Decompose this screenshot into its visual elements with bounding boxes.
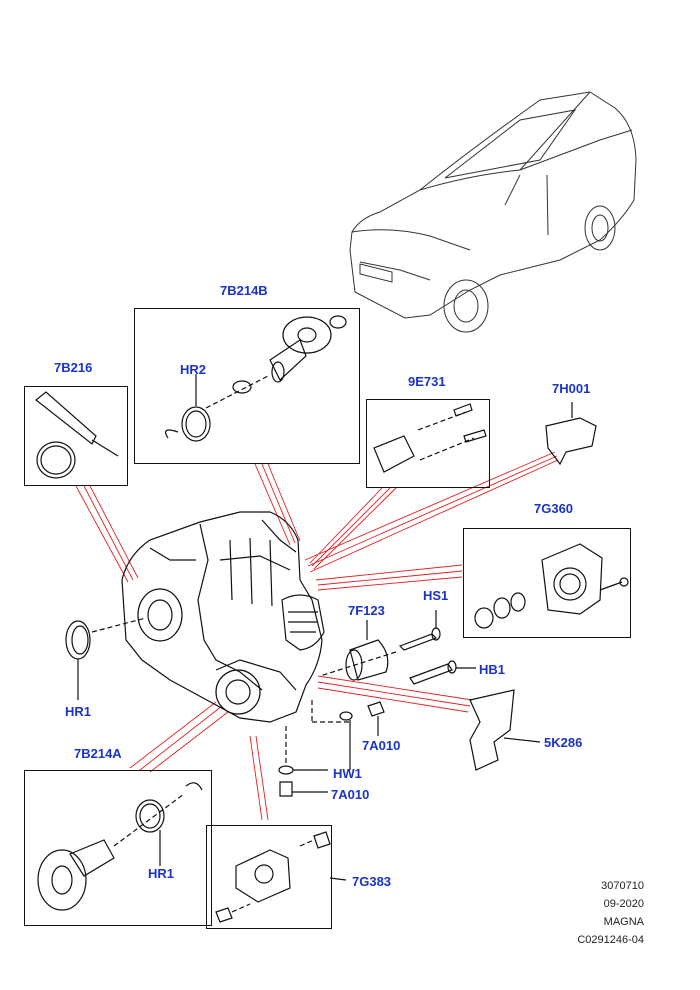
box-7g383 [206, 825, 332, 929]
cover-7h001-art [545, 402, 597, 466]
washer-hw1 [278, 726, 328, 775]
callout-7g383[interactable]: 7G383 [352, 874, 392, 889]
plug-7a010-lower [279, 781, 328, 797]
box-7g360 [463, 528, 631, 638]
footer-date: 09-2020 [603, 898, 644, 910]
callout-hs1[interactable]: HS1 [423, 588, 449, 603]
seal-hr1-left [65, 617, 147, 700]
callout-7h001[interactable]: 7H001 [552, 381, 591, 396]
vehicle-illustration [349, 91, 637, 333]
motor-7g360-art [474, 543, 629, 629]
bolt-hb1 [409, 660, 476, 685]
box-7b216 [24, 386, 128, 486]
callout-7b214a[interactable]: 7B214A [74, 746, 122, 761]
box-9e731 [366, 399, 490, 488]
bracket-5k286 [469, 689, 541, 771]
sealant-7b216-art [35, 391, 119, 479]
transfer-case-assembly [121, 511, 325, 723]
callout-7f123[interactable]: 7F123 [348, 603, 385, 618]
callout-7a010-upper[interactable]: 7A010 [362, 738, 401, 753]
footer-maker: MAGNA [603, 916, 644, 928]
callout-hr1-left[interactable]: HR1 [65, 704, 92, 719]
plug-7a010-upper [311, 700, 385, 770]
output-shaft-7b214a-art [37, 782, 203, 911]
box-7b214b [134, 308, 360, 464]
callout-7a010-lower[interactable]: 7A010 [331, 787, 370, 802]
box-7b214a [24, 770, 212, 926]
callout-7b214b[interactable]: 7B214B [220, 283, 268, 298]
callout-7g360[interactable]: 7G360 [534, 501, 574, 516]
callout-5k286[interactable]: 5K286 [544, 735, 583, 750]
callout-hr2[interactable]: HR2 [180, 362, 207, 377]
callout-hw1[interactable]: HW1 [333, 766, 362, 781]
leader-lines [75, 451, 559, 821]
callout-9e731[interactable]: 9E731 [408, 374, 446, 389]
callout-7b216[interactable]: 7B216 [54, 360, 93, 375]
callout-hr1-lower[interactable]: HR1 [148, 866, 175, 881]
footer-code: 3070710 [601, 880, 644, 892]
actuator-7f123 [345, 620, 389, 681]
output-flange-7b214b-art [165, 315, 347, 442]
bolt-hs1 [319, 610, 441, 677]
sensor-9e731-art [373, 403, 487, 473]
callout-hb1[interactable]: HB1 [479, 662, 506, 677]
cover-7g383-art [215, 831, 347, 923]
footer-ref: C0291246-04 [577, 934, 644, 946]
